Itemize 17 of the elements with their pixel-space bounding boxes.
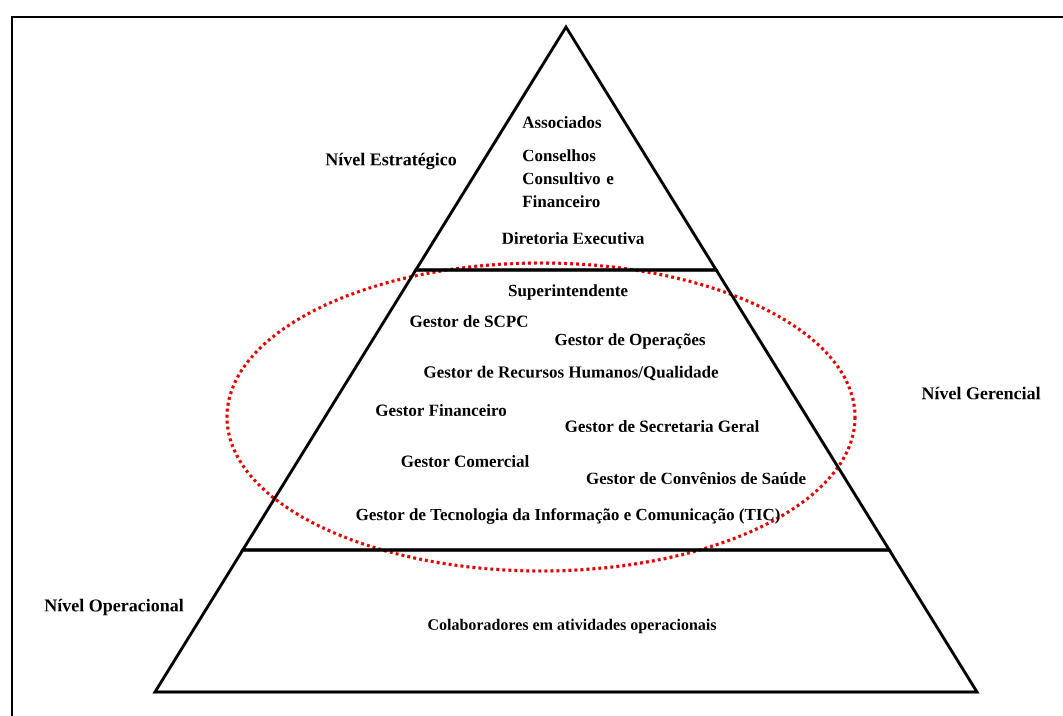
role-text: Diretoria Executiva [501, 232, 645, 244]
role-text: Gestor de Tecnologia da Informação e Comunicação (TIC) [356, 508, 780, 524]
role-text: Gestor de Operações [555, 333, 706, 349]
level-label: Nível Estratégico [325, 152, 457, 170]
role-text: Gestor de Secretaria Geral [565, 420, 760, 432]
pyramid-tier [240, 268, 892, 552]
role-text: Gestor de SCPC [410, 315, 528, 327]
role-text: Gestor Financeiro [376, 404, 507, 416]
role-text: Superintendente [508, 284, 628, 300]
role-text: Conselhos Consultivo e Financeiro [522, 149, 614, 208]
level-label: Nível Operacional [44, 598, 184, 616]
role-text: Gestor Comercial [401, 455, 529, 467]
role-text: Gestor de Recursos Humanos/Qualidade [424, 365, 719, 381]
role-text: Colaboradores em atividades operacionais [428, 618, 717, 634]
role-text: Gestor de Convênios de Saúde [586, 471, 806, 485]
level-label: Nível Gerencial [921, 386, 1041, 400]
role-text: Associados [522, 116, 602, 128]
